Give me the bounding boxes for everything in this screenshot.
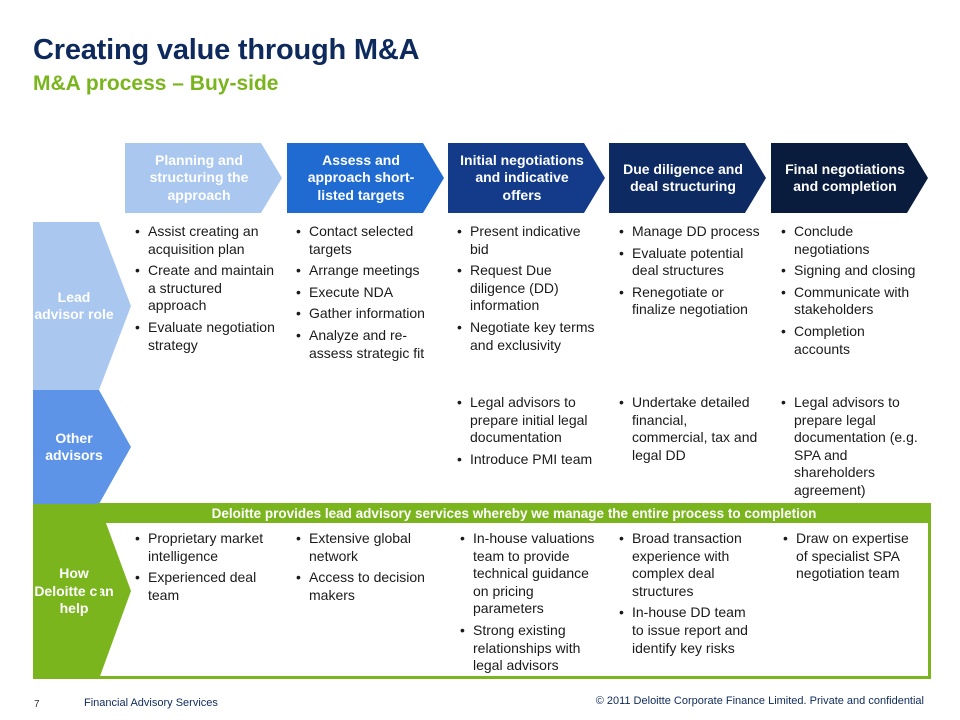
list-item: Draw on expertise of specialist SPA nego… [783, 530, 923, 583]
footer-copyright: © 2011 Deloitte Corporate Finance Limite… [595, 695, 924, 707]
list-item: Evaluate negotiation strategy [135, 319, 275, 354]
stage-due-diligence: Due diligence and deal structuring [609, 143, 769, 213]
list-item: Assist creating an acquisition plan [135, 223, 275, 258]
row-deloitte-help: How Deloitte can help [33, 504, 133, 679]
list-item: Undertake detailed financial, commercial… [619, 394, 761, 464]
stage-assess: Assess and approach short-listed targets [287, 143, 447, 213]
lead-col-1: Assist creating an acquisition plan Crea… [135, 223, 275, 358]
list-item: Communicate with stakeholders [781, 284, 923, 319]
list-item: Proprietary market intelligence [135, 530, 277, 565]
list-item: Negotiate key terms and exclusivity [457, 319, 599, 354]
list-item: Signing and closing [781, 262, 923, 280]
stage-label: Initial negotiations and indicative offe… [460, 151, 584, 203]
stage-label: Planning and structuring the approach [149, 151, 249, 203]
list-item: Legal advisors to prepare initial legal … [457, 394, 599, 447]
list-item: Completion accounts [781, 323, 923, 358]
stage-initial-negotiations: Initial negotiations and indicative offe… [448, 143, 608, 213]
list-item: Introduce PMI team [457, 451, 599, 469]
list-item: Renegotiate or finalize negotiation [619, 284, 761, 319]
row-other-advisors: Other advisors [33, 390, 133, 504]
list-item: Access to decision makers [296, 569, 438, 604]
deloitte-banner: Deloitte provides lead advisory services… [97, 503, 931, 523]
help-col-4: Broad transaction experience with comple… [619, 530, 761, 661]
stage-final-negotiations: Final negotiations and completion [771, 143, 931, 213]
page-number: 7 [34, 699, 40, 710]
list-item: In-house valuations team to provide tech… [460, 530, 602, 618]
lead-col-3: Present indicative bid Request Due dilig… [457, 223, 599, 358]
help-col-2: Extensive global network Access to decis… [296, 530, 438, 608]
page-title: Creating value through M&A [33, 34, 420, 66]
help-col-1: Proprietary market intelligence Experien… [135, 530, 277, 608]
lead-col-4: Manage DD process Evaluate potential dea… [619, 223, 761, 323]
other-col-4: Undertake detailed financial, commercial… [619, 394, 761, 468]
help-col-5: Draw on expertise of specialist SPA nego… [783, 530, 923, 587]
footer-department: Financial Advisory Services [84, 697, 218, 709]
row-label: How Deloitte can help [34, 565, 114, 617]
other-col-5: Legal advisors to prepare legal document… [781, 394, 923, 504]
list-item: Extensive global network [296, 530, 438, 565]
list-item: Experienced deal team [135, 569, 277, 604]
list-item: Request Due diligence (DD) information [457, 262, 599, 315]
stage-label: Due diligence and deal structuring [623, 160, 743, 195]
list-item: In-house DD team to issue report and ide… [619, 604, 761, 657]
lead-col-5: Conclude negotiations Signing and closin… [781, 223, 923, 362]
stage-planning: Planning and structuring the approach [125, 143, 285, 213]
row-lead-advisor: Lead advisor role [33, 222, 133, 390]
list-item: Conclude negotiations [781, 223, 923, 258]
help-col-3: In-house valuations team to provide tech… [460, 530, 602, 679]
stage-label: Assess and approach short-listed targets [307, 151, 415, 203]
list-item: Strong existing relationships with legal… [460, 622, 602, 675]
other-col-3: Legal advisors to prepare initial legal … [457, 394, 599, 472]
lead-col-2: Contact selected targets Arrange meeting… [296, 223, 438, 366]
list-item: Broad transaction experience with comple… [619, 530, 761, 600]
page-subtitle: M&A process – Buy-side [33, 72, 279, 95]
row-label: Lead advisor role [34, 288, 114, 323]
list-item: Analyze and re-assess strategic fit [296, 327, 438, 362]
list-item: Contact selected targets [296, 223, 438, 258]
list-item: Execute NDA [296, 284, 438, 302]
list-item: Manage DD process [619, 223, 761, 241]
row-label: Other advisors [45, 429, 103, 464]
list-item: Present indicative bid [457, 223, 599, 258]
list-item: Arrange meetings [296, 262, 438, 280]
list-item: Gather information [296, 305, 438, 323]
list-item: Legal advisors to prepare legal document… [781, 394, 923, 500]
stage-label: Final negotiations and completion [785, 160, 905, 195]
list-item: Create and maintain a structured approac… [135, 262, 275, 315]
list-item: Evaluate potential deal structures [619, 245, 761, 280]
